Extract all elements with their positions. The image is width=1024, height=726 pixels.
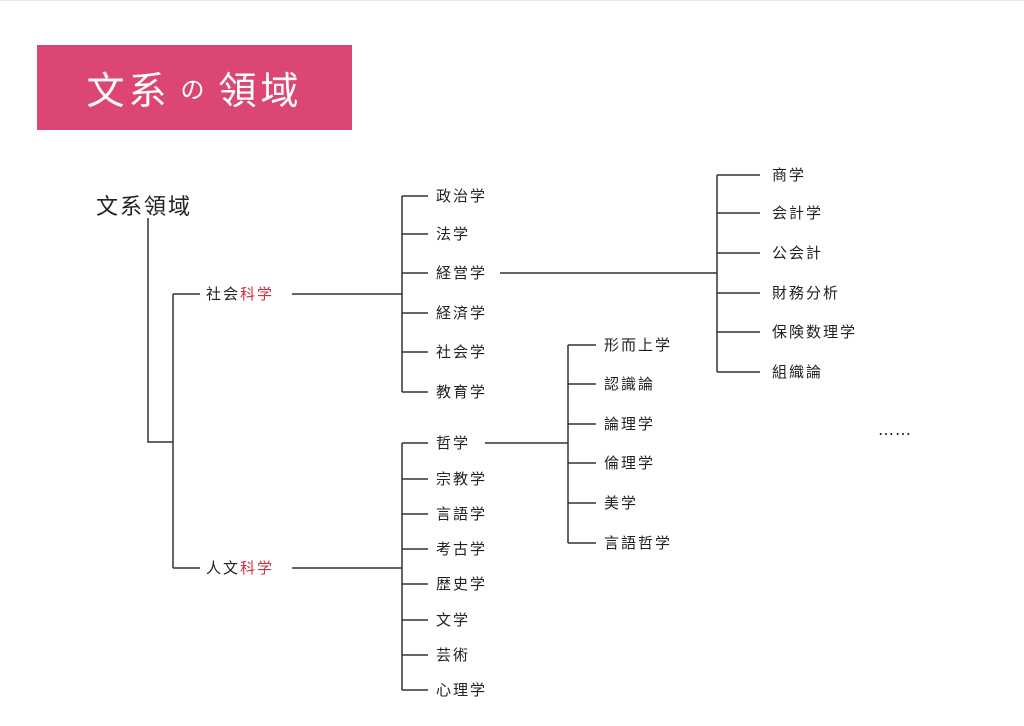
node-business-child: 会計学 bbox=[772, 204, 824, 222]
node-humanities-child: 言語学 bbox=[436, 505, 488, 523]
node-social-child: 経済学 bbox=[436, 304, 488, 322]
humanities-spine bbox=[401, 442, 428, 691]
ellipsis-more: …… bbox=[878, 420, 912, 439]
node-humanities-child: 考古学 bbox=[436, 540, 488, 558]
node-social-child: 政治学 bbox=[436, 187, 488, 205]
node-business-child: 公会計 bbox=[772, 244, 824, 262]
title-banner: 文系 の 領域 bbox=[37, 45, 352, 130]
node-humanities-plain: 人文 bbox=[206, 559, 241, 577]
node-philosophy-child: 言語哲学 bbox=[604, 534, 673, 552]
node-social-plain: 社会 bbox=[206, 285, 241, 303]
node-philosophy-child: 美学 bbox=[604, 494, 639, 512]
node-social-child: 教育学 bbox=[436, 383, 488, 401]
node-social-science: 社会科学 bbox=[206, 285, 274, 303]
node-business-child: 保険数理学 bbox=[772, 323, 858, 341]
node-social-accent: 科学 bbox=[240, 285, 275, 303]
social-spine bbox=[401, 195, 428, 393]
philosophy-spine bbox=[567, 344, 596, 544]
node-humanities-child: 歴史学 bbox=[436, 575, 488, 593]
node-humanities-child: 文学 bbox=[436, 611, 471, 629]
node-humanities-child: 心理学 bbox=[436, 681, 488, 699]
root-trunk bbox=[147, 218, 173, 443]
node-business-child: 財務分析 bbox=[772, 284, 841, 302]
node-humanities-child: 哲学 bbox=[436, 434, 471, 452]
business-spine bbox=[716, 174, 760, 373]
node-humanities-accent: 科学 bbox=[240, 559, 275, 577]
banner-text-1: 文系 bbox=[86, 69, 171, 113]
banner-particle: の bbox=[180, 76, 209, 104]
node-philosophy-child: 倫理学 bbox=[604, 454, 656, 472]
node-social-child: 社会学 bbox=[436, 343, 488, 361]
banner-text-2: 領域 bbox=[218, 69, 303, 113]
node-humanities: 人文科学 bbox=[206, 559, 274, 577]
node-philosophy-child: 認識論 bbox=[604, 375, 656, 393]
node-business-child: 商学 bbox=[772, 166, 807, 184]
node-humanities-child: 宗教学 bbox=[436, 470, 488, 488]
node-social-child: 経営学 bbox=[436, 264, 488, 282]
node-philosophy-child: 形而上学 bbox=[604, 336, 673, 354]
node-social-child: 法学 bbox=[436, 225, 471, 243]
root-node: 文系領域 bbox=[96, 195, 193, 220]
node-humanities-child: 芸術 bbox=[436, 646, 471, 664]
node-philosophy-child: 論理学 bbox=[604, 415, 656, 433]
top-divider bbox=[0, 0, 1024, 1]
node-business-child: 組織論 bbox=[772, 363, 824, 381]
